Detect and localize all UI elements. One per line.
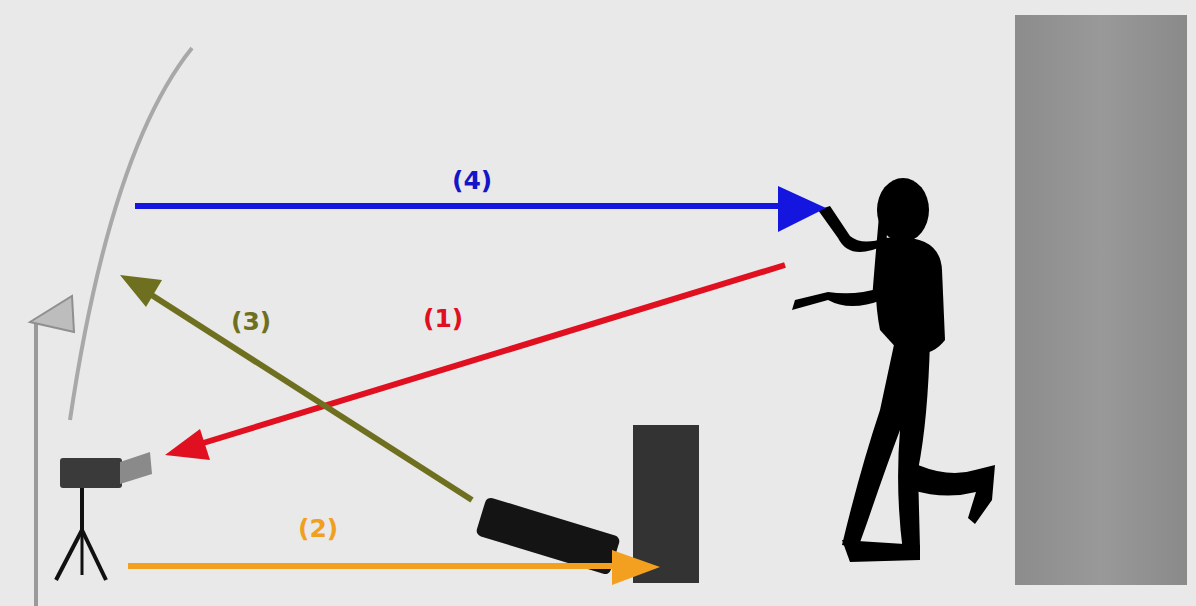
camera	[60, 458, 122, 488]
arrow-1	[200, 265, 785, 444]
light-stand	[34, 318, 38, 606]
tripod	[82, 530, 106, 580]
arrowhead	[165, 429, 210, 460]
callout-number: (3)	[231, 309, 271, 334]
callout-number: (1)	[423, 306, 463, 331]
tripod	[80, 488, 84, 530]
arrow-4	[135, 203, 785, 209]
black-panel	[633, 425, 699, 583]
arrow-3	[150, 294, 472, 500]
callout-number: (4)	[452, 168, 492, 193]
reflector	[30, 296, 74, 332]
backdrop	[1015, 15, 1187, 585]
umbrella	[70, 48, 192, 420]
camera-lens	[120, 452, 152, 484]
tripod	[81, 530, 84, 575]
arrowhead	[612, 550, 660, 585]
tripod	[56, 530, 82, 580]
dancer-silhouette	[792, 178, 995, 562]
callout-number: (2)	[298, 516, 338, 541]
arrowhead	[778, 186, 826, 232]
arrowhead	[120, 275, 162, 307]
arrow-2	[128, 563, 620, 569]
